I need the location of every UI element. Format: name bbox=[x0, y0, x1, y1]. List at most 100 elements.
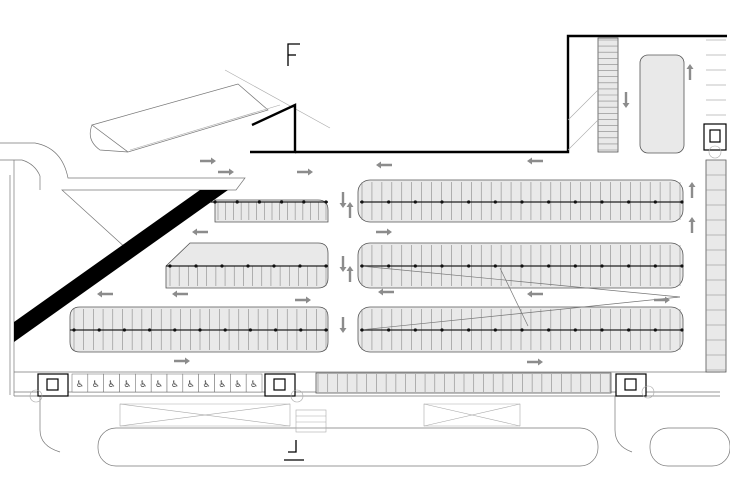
column-dot bbox=[680, 264, 684, 268]
row-upper-left bbox=[217, 202, 327, 220]
northeast-ramp bbox=[567, 89, 599, 151]
column-dot bbox=[360, 264, 364, 268]
column-dot bbox=[72, 328, 76, 332]
direction-arrow-icon bbox=[346, 266, 354, 282]
wheelchair-icon: ♿ bbox=[92, 380, 100, 390]
column-dot bbox=[573, 200, 577, 204]
column-dot bbox=[440, 328, 444, 332]
column-dot bbox=[680, 200, 684, 204]
accessible-stall: ♿ bbox=[150, 373, 168, 393]
stair-core-icon bbox=[703, 123, 727, 159]
column-dot bbox=[413, 200, 417, 204]
column-dot bbox=[520, 328, 524, 332]
accessible-stall: ♿ bbox=[214, 373, 231, 393]
column-dot bbox=[387, 264, 391, 268]
column-dot bbox=[627, 328, 631, 332]
column-dot bbox=[440, 200, 444, 204]
column-dot bbox=[413, 264, 417, 268]
bottom-ramp-hatch bbox=[119, 403, 521, 433]
column-dot bbox=[653, 328, 657, 332]
row-bottom-south bbox=[317, 374, 611, 392]
wheelchair-icon: ♿ bbox=[250, 380, 258, 390]
wheelchair-icon: ♿ bbox=[171, 380, 179, 390]
wheelchair-icon: ♿ bbox=[155, 380, 163, 390]
row-upper-right bbox=[361, 182, 681, 220]
direction-arrow-icon bbox=[376, 161, 392, 169]
column-dot bbox=[235, 200, 239, 204]
accessible-stall: ♿ bbox=[245, 373, 263, 393]
accessible-stall: ♿ bbox=[87, 373, 104, 393]
column-dot bbox=[148, 328, 152, 332]
accessible-stall: ♿ bbox=[198, 373, 215, 393]
column-dot bbox=[653, 264, 657, 268]
column-dot bbox=[573, 264, 577, 268]
row-middle-left bbox=[169, 266, 327, 286]
direction-arrow-icon bbox=[295, 296, 311, 304]
ramp bbox=[14, 190, 228, 342]
section-cut-icon bbox=[284, 440, 304, 461]
direction-arrow-icon bbox=[174, 357, 190, 365]
column-dot bbox=[324, 328, 328, 332]
column-dot bbox=[467, 328, 471, 332]
column-dot bbox=[467, 264, 471, 268]
structural-columns bbox=[72, 200, 684, 332]
column-dot bbox=[520, 200, 524, 204]
wheelchair-icon: ♿ bbox=[218, 380, 226, 390]
wheelchair-icon: ♿ bbox=[187, 380, 195, 390]
column-dot bbox=[168, 264, 172, 268]
accessible-stall: ♿ bbox=[119, 373, 136, 393]
direction-arrow-icon bbox=[688, 182, 696, 198]
direction-arrow-icon bbox=[527, 157, 543, 165]
accessible-stall: ♿ bbox=[71, 373, 89, 393]
column-dot bbox=[573, 328, 577, 332]
column-dot bbox=[493, 328, 497, 332]
row-east-column bbox=[706, 39, 726, 371]
stair-core-icon bbox=[29, 373, 69, 403]
wheelchair-icon: ♿ bbox=[76, 380, 84, 390]
column-dot bbox=[194, 264, 198, 268]
wheelchair-icon: ♿ bbox=[234, 380, 242, 390]
direction-arrow-icon bbox=[686, 64, 694, 80]
accessible-stall-outline bbox=[245, 373, 263, 393]
section-cut-icon bbox=[287, 43, 300, 66]
direction-arrow-icon bbox=[200, 157, 216, 165]
column-dot bbox=[467, 200, 471, 204]
column-dot bbox=[600, 264, 604, 268]
column-dot bbox=[280, 200, 284, 204]
direction-arrow-icon bbox=[376, 228, 392, 236]
traffic-arrows bbox=[97, 64, 696, 366]
direction-arrow-icon bbox=[346, 202, 354, 218]
column-dot bbox=[627, 200, 631, 204]
column-dot bbox=[248, 328, 252, 332]
column-dot bbox=[627, 264, 631, 268]
column-dot bbox=[122, 328, 126, 332]
stair-core-icon bbox=[264, 373, 304, 403]
column-dot bbox=[220, 264, 224, 268]
column-dot bbox=[360, 328, 364, 332]
column-dot bbox=[493, 200, 497, 204]
accessible-stall: ♿ bbox=[166, 373, 184, 393]
accessible-stall: ♿ bbox=[103, 373, 120, 393]
accessible-stall: ♿ bbox=[135, 373, 152, 393]
column-dot bbox=[257, 200, 261, 204]
column-dot bbox=[387, 328, 391, 332]
direction-arrow-icon bbox=[339, 256, 347, 272]
wheelchair-icon: ♿ bbox=[203, 380, 211, 390]
column-dot bbox=[547, 200, 551, 204]
column-dot bbox=[600, 200, 604, 204]
column-dot bbox=[302, 200, 306, 204]
column-dot bbox=[173, 328, 177, 332]
column-dot bbox=[520, 264, 524, 268]
column-dot bbox=[653, 200, 657, 204]
direction-arrow-icon bbox=[339, 317, 347, 333]
column-dot bbox=[360, 200, 364, 204]
row-northeast-bay bbox=[598, 39, 618, 151]
column-dot bbox=[324, 200, 328, 204]
column-dot bbox=[680, 328, 684, 332]
column-dot bbox=[246, 264, 250, 268]
stair-core-icon bbox=[615, 373, 655, 399]
column-dot bbox=[547, 328, 551, 332]
stair-cores bbox=[29, 123, 727, 403]
wheelchair-icon: ♿ bbox=[123, 380, 131, 390]
